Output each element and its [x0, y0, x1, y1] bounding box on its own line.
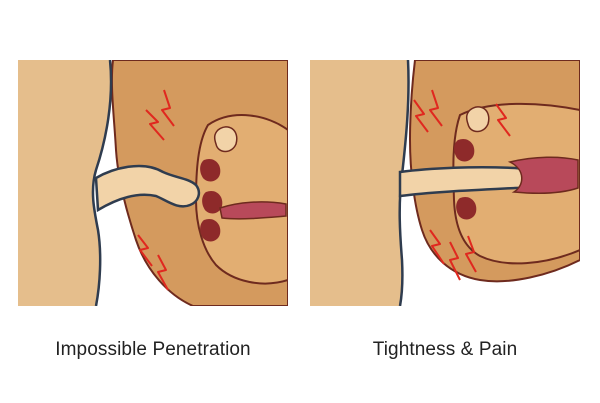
partner-outline [91, 60, 113, 306]
pelvic-muscle-upper [200, 158, 221, 182]
partner-torso [310, 60, 409, 306]
caption-tightness-pain: Tightness & Pain [372, 339, 518, 360]
lightning-bolt-icon [137, 89, 175, 291]
vaginal-canal [507, 156, 579, 194]
pelvic-muscle-upper [454, 138, 475, 162]
bladder-shape [465, 106, 490, 133]
partner-torso [18, 60, 112, 306]
caption-impossible-penetration: Impossible Penetration [55, 339, 251, 360]
pelvic-muscle-mid [202, 190, 223, 214]
penis-shape [94, 164, 201, 213]
lightning-bolt-icon [413, 89, 511, 281]
pelvic-muscle-lower [456, 196, 477, 220]
partner-outline [398, 60, 410, 306]
illustration-tightness-pain [310, 60, 580, 306]
illustration-impossible-penetration [18, 60, 288, 306]
bladder-shape [213, 126, 238, 153]
vaginal-canal [219, 201, 287, 220]
inner-body [194, 114, 288, 285]
pelvic-muscle-lower [200, 218, 221, 242]
